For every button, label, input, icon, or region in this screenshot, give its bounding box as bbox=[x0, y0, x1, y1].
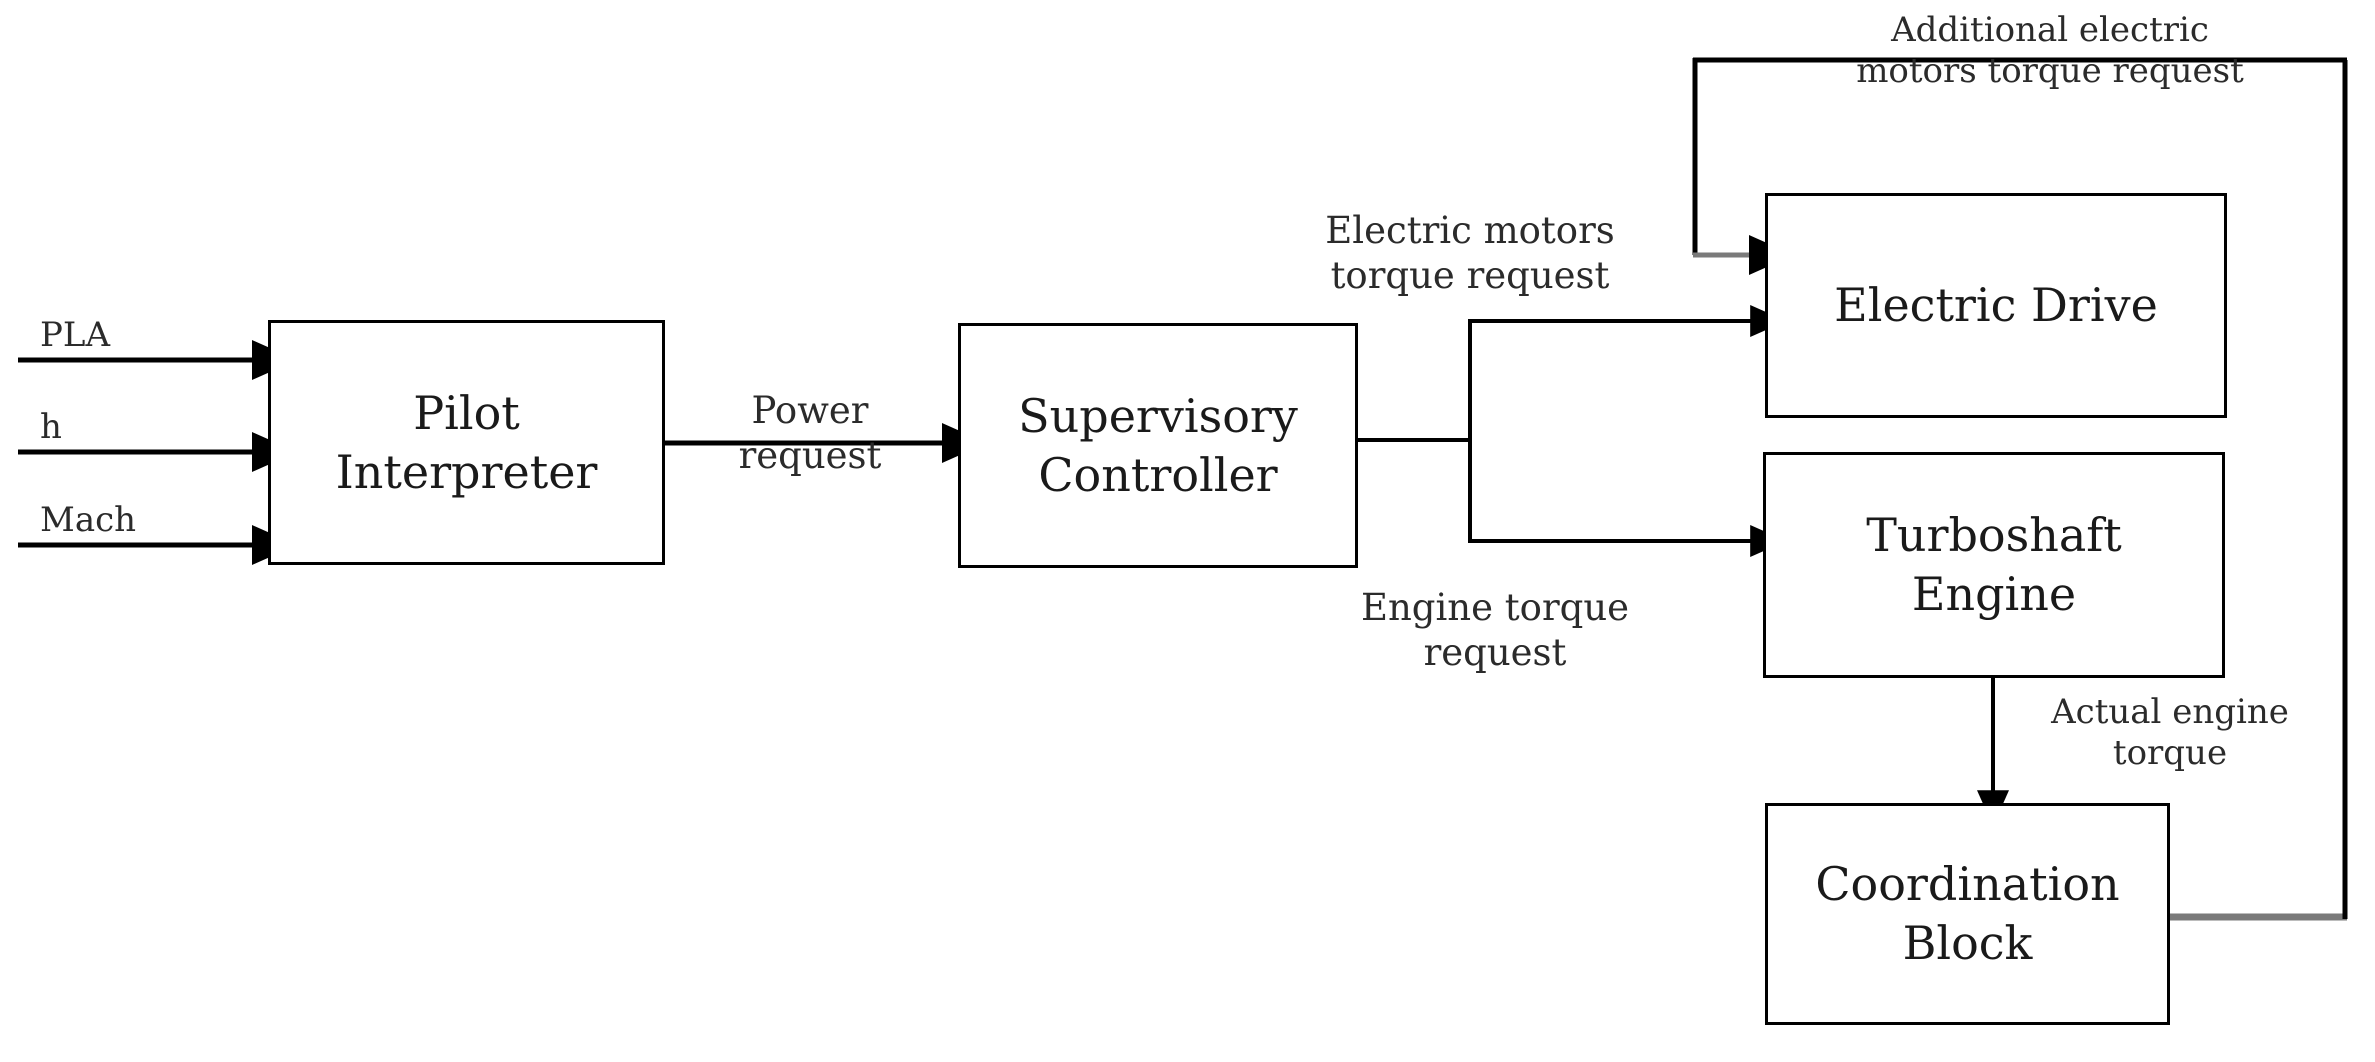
block-pilot-interpreter[interactable]: Pilot Interpreter bbox=[268, 320, 665, 565]
block-pilot-interpreter-label: Pilot Interpreter bbox=[335, 385, 598, 499]
block-turboshaft-engine[interactable]: Turboshaft Engine bbox=[1763, 452, 2225, 678]
block-supervisory-controller[interactable]: Supervisory Controller bbox=[958, 323, 1358, 568]
block-supervisory-controller-label: Supervisory Controller bbox=[1018, 388, 1298, 502]
block-electric-drive[interactable]: Electric Drive bbox=[1765, 193, 2227, 418]
block-electric-drive-label: Electric Drive bbox=[1834, 278, 2158, 333]
block-coordination-block[interactable]: Coordination Block bbox=[1765, 803, 2170, 1025]
block-turboshaft-engine-label: Turboshaft Engine bbox=[1866, 508, 2122, 621]
block-coordination-block-label: Coordination Block bbox=[1815, 857, 2120, 970]
